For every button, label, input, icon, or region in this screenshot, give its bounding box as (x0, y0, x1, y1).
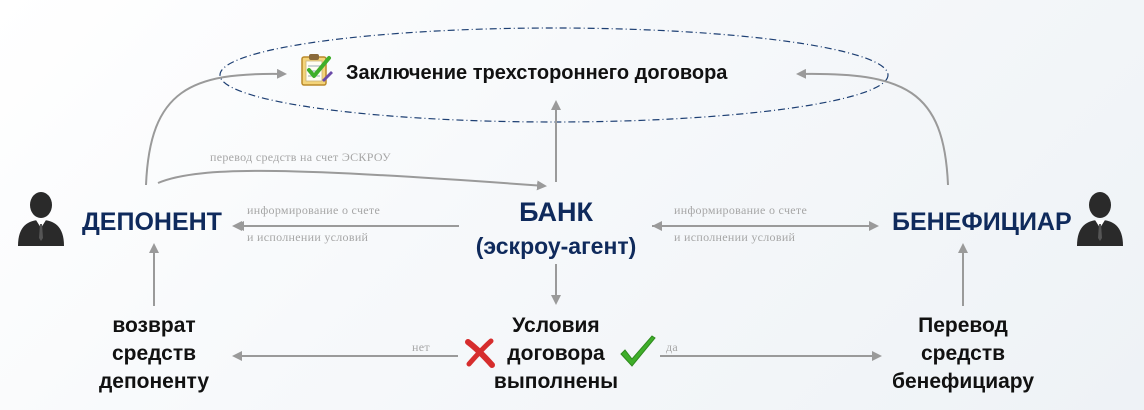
green-check-icon (620, 335, 656, 367)
arrow-depositor-to-contract (145, 68, 287, 186)
conditions-node: Условия договора выполнены (486, 312, 626, 396)
contract-label: Заключение трехстороннего договора (346, 62, 728, 84)
info-left-line-1: информирование о счете (247, 203, 381, 217)
depositor-label: ДЕПОНЕНТ (82, 208, 222, 236)
conditions-line-1: Условия (512, 314, 600, 337)
conditions-line-2: договора (507, 342, 605, 365)
arrow-depositor-to-bank (157, 169, 547, 191)
red-cross-icon (465, 338, 495, 368)
transfer-node: Перевод средств бенефициару (888, 312, 1038, 396)
yes-label: да (666, 340, 679, 354)
info-right-line-2: и исполнении условий (674, 230, 796, 244)
no-label: нет (412, 340, 430, 354)
bank-title: БАНК (519, 197, 593, 227)
transfer-to-escrow-label: перевод средств на счет ЭСКРОУ (210, 150, 391, 164)
checklist-clipboard-icon (301, 54, 333, 86)
transfer-line-2: средств (920, 342, 1006, 365)
beneficiary-label: БЕНЕФИЦИАР (892, 208, 1072, 236)
transfer-line-3: бенефициару (891, 370, 1035, 393)
transfer-line-1: Перевод (918, 314, 1008, 337)
bank-node: БАНК (эскроу-агент) (456, 194, 656, 262)
arrow-beneficiary-to-contract (796, 68, 949, 186)
info-right-line-1: информирование о счете (674, 203, 808, 217)
refund-node: возврат средств депоненту (84, 312, 224, 396)
refund-line-2: средств (111, 342, 197, 365)
conditions-line-3: выполнены (493, 370, 619, 393)
info-left-line-2: и исполнении условий (247, 230, 369, 244)
bank-subtitle: (эскроу-агент) (475, 233, 637, 259)
refund-line-3: депоненту (98, 370, 210, 393)
person-icon (1077, 192, 1123, 246)
person-icon (18, 192, 64, 246)
refund-line-1: возврат (112, 314, 196, 337)
contract-ellipse (219, 27, 889, 123)
